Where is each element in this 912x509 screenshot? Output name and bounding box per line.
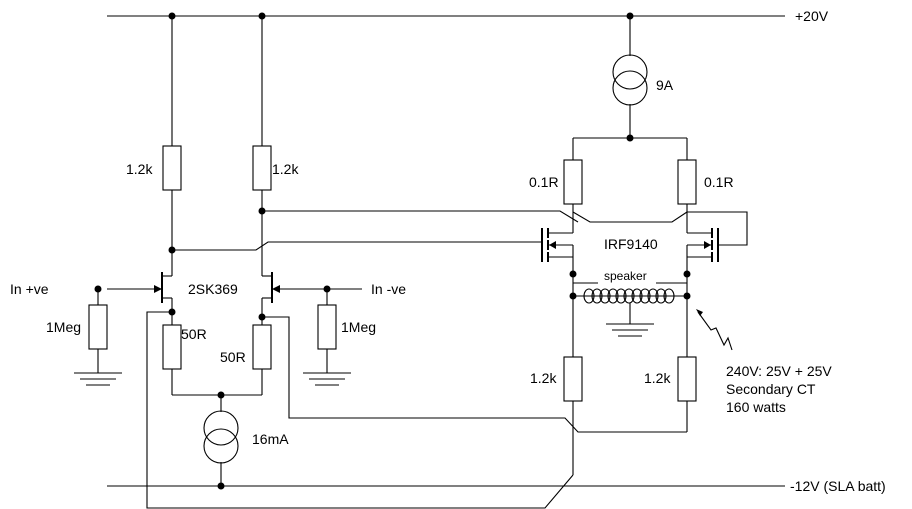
left-source-branch (162, 312, 182, 395)
right-drain-branch (252, 16, 272, 276)
right-sense-resistor (677, 159, 697, 205)
left-jfet (107, 272, 173, 312)
jfet-pair-label: 2SK369 (188, 281, 238, 297)
feedback-wires (146, 311, 687, 509)
mosfet-pair-label: IRF9140 (604, 236, 658, 252)
right-load-resistor-label: 1.2k (272, 161, 299, 177)
speaker-label: speaker (604, 269, 647, 283)
left-return-resistor-label: 1.2k (530, 370, 557, 386)
transformer-spec-line-1: 240V: 25V + 25V (726, 363, 832, 379)
output-current-source-icon (612, 54, 648, 106)
tail-wire (172, 394, 262, 486)
right-source-resistor (252, 324, 272, 370)
left-return-resistor (563, 356, 583, 402)
right-sense-resistor-label: 0.1R (704, 174, 734, 190)
noninverting-input-label: In +ve (10, 281, 49, 297)
positive-rail-label: +20V (795, 8, 829, 24)
right-bias-branch (317, 289, 337, 373)
left-source-resistor-label: 50R (181, 326, 207, 342)
left-mosfet (541, 228, 574, 274)
tail-current-source-icon (203, 410, 239, 464)
junction-dots (94, 12, 691, 490)
left-load-resistor (162, 145, 182, 191)
left-bias-branch (88, 289, 108, 373)
left-sense-resistor-label: 0.1R (529, 174, 559, 190)
inverting-input-label: In -ve (371, 281, 406, 297)
output-current-source-label: 9A (656, 77, 674, 93)
right-mosfet (686, 228, 719, 274)
right-return-resistor (677, 356, 697, 402)
sense-resistor-bus (563, 137, 697, 233)
right-bias-resistor (317, 304, 337, 350)
negative-rail-label: -12V (SLA batt) (790, 478, 886, 494)
sense-feedback-wires (572, 211, 748, 246)
left-bias-resistor-label: 1Meg (46, 319, 81, 335)
right-return-branch (677, 296, 697, 432)
left-return-branch (563, 296, 583, 475)
right-ground-icon (303, 372, 351, 386)
right-bias-resistor-label: 1Meg (341, 319, 376, 335)
right-return-resistor-label: 1.2k (644, 370, 671, 386)
left-source-resistor (162, 324, 182, 370)
right-source-branch (252, 317, 272, 395)
transformer-ground-icon (606, 323, 654, 337)
left-drain-branch (162, 16, 182, 276)
transformer-spec-line-2: Secondary CT (726, 381, 816, 397)
gate-drive-wires (172, 210, 579, 251)
right-jfet (261, 272, 362, 317)
transformer-annotation-arrow (696, 309, 733, 351)
left-load-resistor-label: 1.2k (126, 161, 153, 177)
right-source-resistor-label: 50R (220, 349, 246, 365)
transformer-spec-line-3: 160 watts (726, 399, 786, 415)
right-load-resistor (252, 145, 272, 191)
left-sense-resistor (563, 159, 583, 205)
left-ground-icon (74, 372, 122, 386)
transformer-winding-icon (572, 283, 688, 324)
tail-current-source-label: 16mA (252, 431, 289, 447)
left-bias-resistor (88, 304, 108, 350)
